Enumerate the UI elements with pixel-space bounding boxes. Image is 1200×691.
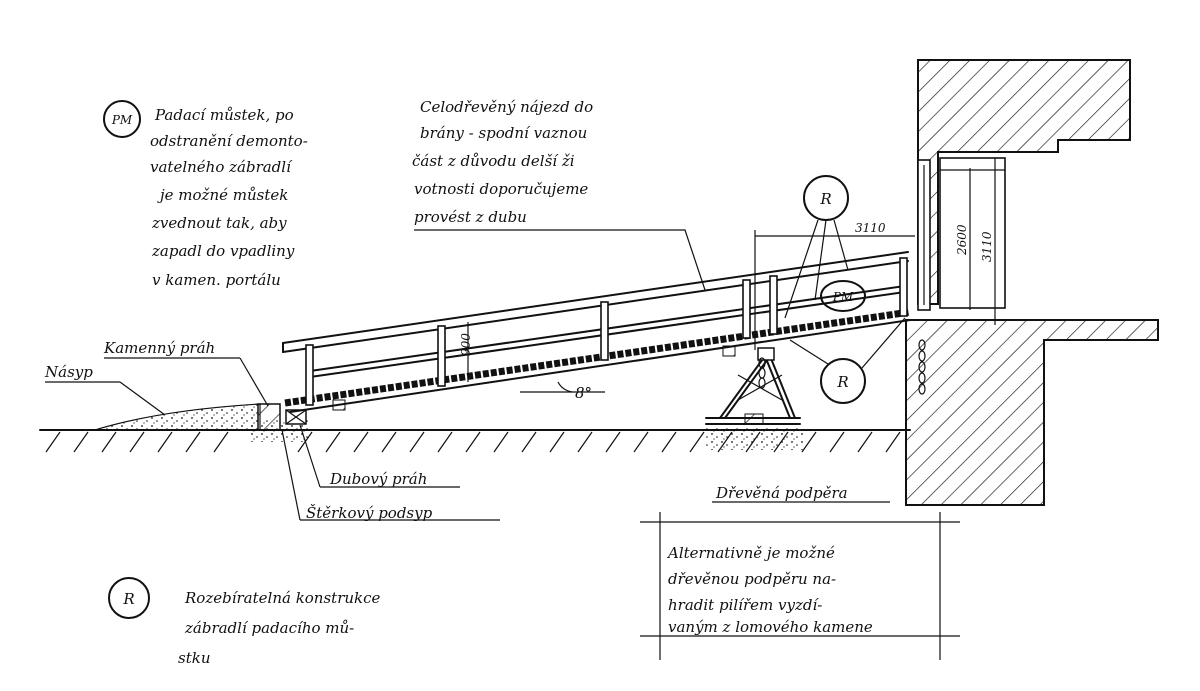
r-symbol-text: R [122,590,134,608]
ground-hatch-stroke [633,431,649,453]
ground-hatch-stroke [521,431,537,453]
support-chain [758,357,766,389]
ground-hatch-stroke [213,431,229,453]
pm-line-6: zapadl do vpadliny [151,242,295,260]
tags: R PM R [784,175,906,404]
labels-bottom: Dubový práh Štěrkový podsyp Dřevěná podp… [281,424,890,522]
ground-hatch-stroke [661,431,677,453]
ground-hatch-stroke [185,431,201,453]
ground-hatch-stroke [829,431,845,453]
ground-hatch-stroke [465,431,481,453]
ground-hatch-stroke [493,431,509,453]
legend-pm: PM Padací můstek, po odstranění demonto-… [103,100,308,289]
pm-symbol-text: PM [111,113,133,127]
label-dubovy-prah: Dubový práh [329,470,427,488]
alt-line-3: hradit pilířem vyzdí- [668,596,822,614]
alt-line-1: Alternativně je možné [666,544,835,562]
legend-r: R Rozebíratelná konstrukce zábradlí pada… [108,577,381,667]
pm-line-5: zvednout tak, aby [151,214,287,232]
pm-line-7: v kamen. portálu [152,271,281,289]
ground-hatch-stroke [381,431,397,453]
tag-r-lower [820,358,866,404]
pm-line-3: vatelného zábradlí [150,158,293,176]
ground-hatch-stroke [129,431,145,453]
ramp-line-1: Celodřevěný nájezd do [420,98,593,116]
stone-portal: 3110 2600 3110 [754,59,1159,506]
railing-top [282,251,909,344]
railing-posts [305,257,908,406]
svg-text:R: R [819,190,831,208]
rail-height-label: 900 [459,333,473,356]
pm-line-4: je možné můstek [157,186,288,204]
pm-line-1: Padací můstek, po [154,106,294,124]
angle-label: 8° [575,384,592,402]
label-nasyp: Násyp [44,363,93,381]
pm-symbol-circle [103,100,141,138]
dim-h1-label: 2600 [955,224,969,256]
angle-arc [557,381,573,393]
ground-hatch-stroke [605,431,621,453]
ground-hatch-stroke [577,431,593,453]
ramp-line-5: provést z dubu [414,208,527,226]
ground-hatch-stroke [409,431,425,453]
ground-hatch-stroke [857,431,873,453]
ground-hatch-stroke [353,431,369,453]
ground-hatch-stroke [325,431,341,453]
note-ramp: Celodřevěný nájezd do brány - spodní vaz… [412,98,706,291]
dim-width-label: 3110 [855,221,886,235]
label-sterkovy-podsyp: Štěrkový podsyp [306,504,433,522]
label-drevena-podpera: Dřevěná podpěra [715,484,848,502]
ramp-line-2: brány - spodní vaznou [420,124,587,142]
gravel-bed [248,420,308,442]
alt-line-4: vaným z lomového kamene [668,618,873,636]
ground-hatch-stroke [45,431,61,453]
embankment [94,403,261,431]
r-line-2: zábradlí padacího mů- [184,619,354,637]
svg-text:PM: PM [832,290,854,304]
ramp-line-4: votnosti doporučujeme [414,180,588,198]
support-gravel [705,428,803,450]
labels-left: Kamenný práh Násyp [44,339,269,416]
ground-hatch-stroke [157,431,173,453]
ground-hatch-stroke [101,431,117,453]
tag-pm-drawing [820,280,866,312]
r-line-1: Rozebíratelná konstrukce [184,589,381,607]
dim-h2-label: 3110 [980,231,994,262]
r-line-3: stku [178,649,210,667]
ramp-deck [284,308,911,407]
ground-hatch-stroke [437,431,453,453]
ground-hatch-stroke [73,431,89,453]
wall-chain [918,339,926,395]
ramp: 900 8° [282,251,911,413]
note-alt: Alternativně je možné dřevěnou podpěru n… [640,512,960,660]
alt-line-2: dřevěnou podpěru na- [668,570,836,588]
ramp-note-leader [414,229,706,291]
ground-hatch-stroke [801,431,817,453]
wooden-support [705,347,801,425]
ground-hatch-stroke [549,431,565,453]
r-symbol-circle [108,577,150,619]
ground [39,403,911,453]
ramp-lower-beam [289,319,911,413]
pm-line-2: odstranění demonto- [150,132,308,150]
svg-text:R: R [836,373,848,391]
ramp-line-3: část z důvodu delší ži [412,152,575,170]
ground-hatch-stroke [689,431,705,453]
ground-hatch-stroke [885,431,901,453]
portal-recess [939,157,1006,309]
label-kamenny-prah: Kamenný práh [103,339,215,357]
